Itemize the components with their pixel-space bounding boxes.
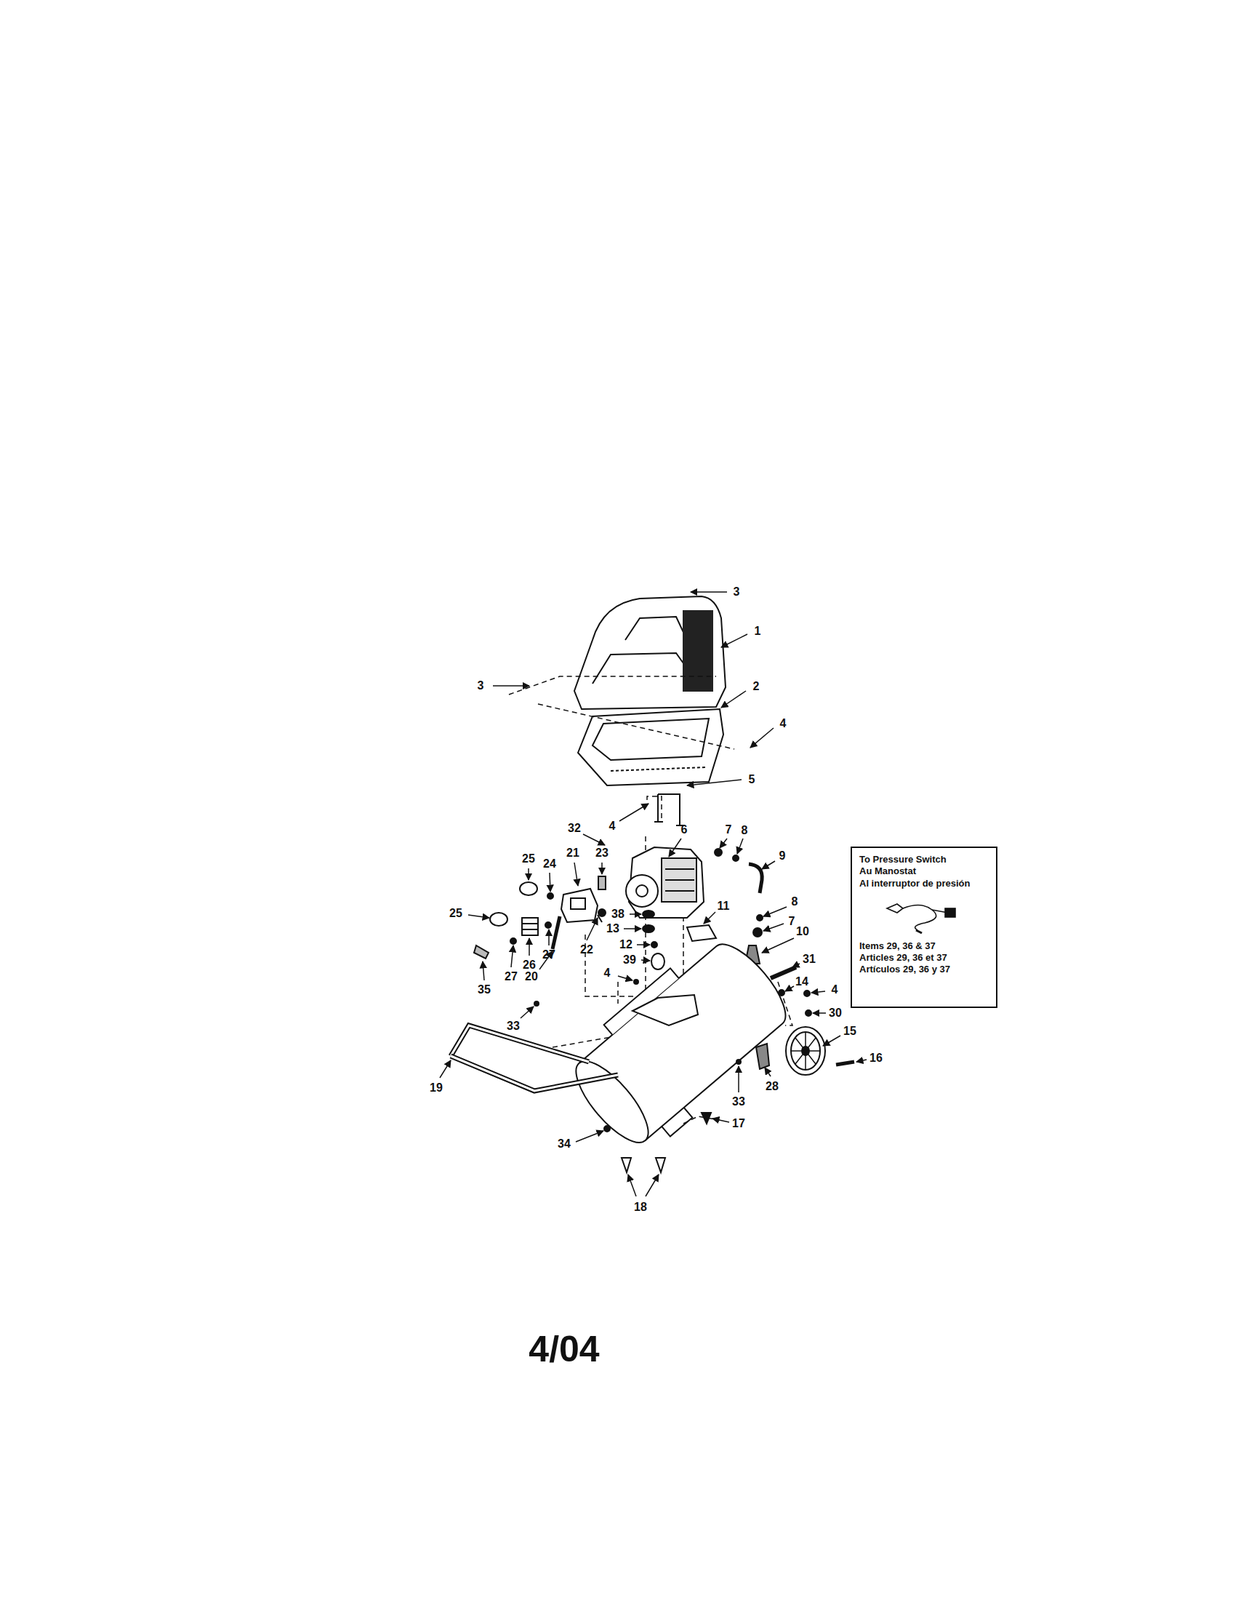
callout-number: 16	[868, 1051, 885, 1065]
callout-number: 9	[777, 849, 788, 863]
callout-number: 39	[621, 953, 638, 967]
callout-number: 35	[476, 982, 493, 996]
callout-number: 3	[476, 679, 486, 693]
callout-number: 2	[751, 679, 762, 693]
callout-number: 11	[716, 899, 732, 913]
callout-number: 25	[447, 906, 464, 920]
callout-number: 25	[520, 852, 537, 866]
callout-number: 33	[505, 1019, 522, 1033]
inset-text: Articles 29, 36 et 37	[859, 951, 989, 964]
callout-number: 6	[679, 822, 690, 837]
callout-number: 20	[523, 969, 540, 983]
date-code: 4/04	[527, 1329, 601, 1368]
inset-text: To Pressure Switch	[859, 853, 989, 866]
callout-number: 4	[830, 982, 840, 996]
inset-text: Items 29, 36 & 37	[859, 940, 989, 952]
callout-number: 12	[617, 937, 634, 951]
callout-number: 4	[778, 716, 789, 730]
callout-number: 3	[732, 585, 742, 599]
callout-number: 10	[794, 924, 811, 938]
callout-number: 21	[564, 846, 581, 860]
inset-text: Au Manostat	[859, 865, 989, 877]
callout-number: 22	[578, 942, 595, 957]
callout-number: 27	[540, 948, 557, 962]
callout-number: 1	[753, 624, 763, 638]
callout-number: 15	[841, 1024, 858, 1038]
callout-number: 7	[787, 914, 797, 928]
callout-number: 7	[724, 822, 734, 837]
callout-number: 33	[730, 1094, 747, 1108]
callout-number: 23	[593, 846, 610, 860]
inset-box: To Pressure SwitchAu ManostatAl interrup…	[850, 846, 998, 1008]
callout-number: 28	[764, 1079, 781, 1093]
callout-number: 17	[730, 1116, 747, 1130]
callout-number: 19	[428, 1081, 445, 1095]
callout-number: 18	[632, 1200, 649, 1214]
callout-number: 34	[556, 1137, 573, 1151]
callout-number: 32	[566, 821, 583, 835]
callout-number: 8	[740, 823, 750, 837]
cord-symbol	[881, 893, 962, 936]
callout-number: 38	[609, 907, 626, 921]
callout-number: 13	[604, 921, 621, 935]
inset-text: Artículos 29, 36 y 37	[859, 963, 989, 975]
callout-number: 27	[503, 969, 520, 983]
callout-number: 30	[827, 1006, 844, 1020]
callout-number: 14	[793, 974, 810, 988]
callout-number: 24	[541, 857, 558, 871]
callout-number: 4	[602, 966, 613, 980]
callout-number: 5	[747, 772, 757, 786]
callout-number: 8	[790, 894, 800, 909]
callout-number: 26	[521, 958, 538, 972]
inset-text: Al interruptor de presión	[859, 877, 989, 890]
callout-number: 31	[801, 952, 818, 966]
callout-number: 4	[607, 819, 618, 833]
